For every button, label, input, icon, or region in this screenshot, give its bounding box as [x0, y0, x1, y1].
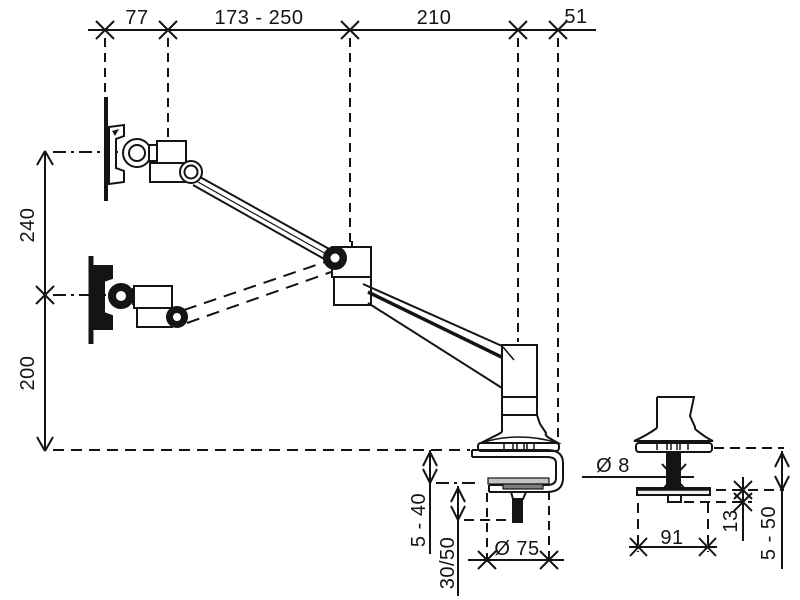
dim-label-13: 13: [720, 509, 742, 532]
clamp-screw-shaft: [512, 498, 523, 523]
dim-label-91: 91: [660, 527, 683, 549]
head-block-a-lower: [133, 285, 173, 309]
grommet-column-stub: [656, 396, 696, 429]
dim-label-77: 77: [125, 7, 148, 29]
head-block-a: [156, 140, 187, 164]
clamp-inner: [472, 456, 557, 486]
clamp-dimensions: [422, 450, 564, 596]
dim-tick: [698, 537, 717, 557]
monitor-mount-lower: [88, 256, 335, 344]
main-arm-accent: [367, 290, 527, 371]
forearm-bottom-edge: [192, 184, 327, 261]
grommet-nut: [667, 494, 682, 503]
mount-bracket-upper: [108, 123, 125, 186]
dim-tick: [629, 537, 648, 557]
monitor-mount-upper: [104, 97, 332, 261]
forearm-inner-line: [197, 181, 329, 256]
dim-label-30-50: 30/50: [437, 537, 459, 590]
base-flare-top: [480, 436, 559, 444]
extension-lines-vertical: [104, 38, 559, 447]
arrow-down: [450, 505, 466, 521]
clamp-outer: [472, 449, 564, 493]
grommet-top-plate: [635, 442, 713, 453]
elbow-and-main-arm: [323, 241, 562, 452]
grommet-flare: [633, 427, 714, 442]
elbow-block-b: [333, 276, 372, 306]
dim-tick: [95, 20, 115, 40]
clamp-pad-dark: [502, 483, 544, 490]
forearm-top-edge: [199, 176, 332, 251]
grommet-plate-ticks: [656, 444, 689, 450]
clamp-pad-light: [487, 477, 550, 485]
desk-clamp: [471, 449, 564, 523]
dim-label-240: 240: [17, 208, 39, 243]
dim-tick-large: [661, 463, 687, 491]
arrow-down: [774, 475, 790, 491]
mount-bracket-lower: [93, 265, 113, 330]
dim-label-210: 210: [417, 7, 452, 29]
grommet-dimensions: [582, 447, 790, 569]
dim-label-173-250: 173 - 250: [214, 7, 303, 29]
dim-label-o8: Ø 8: [596, 455, 630, 477]
dim-label-5-40: 5 - 40: [408, 493, 430, 547]
clamp-screw-head: [509, 491, 528, 500]
dim-label-200: 200: [17, 356, 39, 391]
dim-tick: [733, 492, 753, 512]
arrow-up: [774, 452, 790, 468]
arrow-down: [422, 468, 438, 484]
dim-tick: [508, 20, 528, 40]
dim-label-o75: Ø 75: [494, 538, 539, 560]
main-arm-bottom-edge: [367, 302, 503, 389]
dim-tick: [35, 285, 55, 305]
bracket-notch: [112, 129, 119, 136]
forearm-phantom-dashed: [183, 260, 335, 324]
dim-tick: [340, 20, 360, 40]
column-kink: [502, 346, 515, 361]
arrow-down: [36, 436, 54, 452]
dim-tick: [158, 20, 178, 40]
top-dimension-line: [88, 20, 596, 447]
column-lower: [501, 396, 538, 416]
arrow-up: [450, 487, 466, 503]
arrow-up: [36, 150, 54, 166]
grommet-mount-detail: [633, 396, 714, 503]
arrow-up: [422, 451, 438, 467]
dim-label-5-50: 5 - 50: [758, 506, 780, 560]
dim-label-51: 51: [564, 6, 587, 28]
dim-tick: [548, 20, 568, 40]
main-arm-top-edge: [362, 283, 503, 347]
